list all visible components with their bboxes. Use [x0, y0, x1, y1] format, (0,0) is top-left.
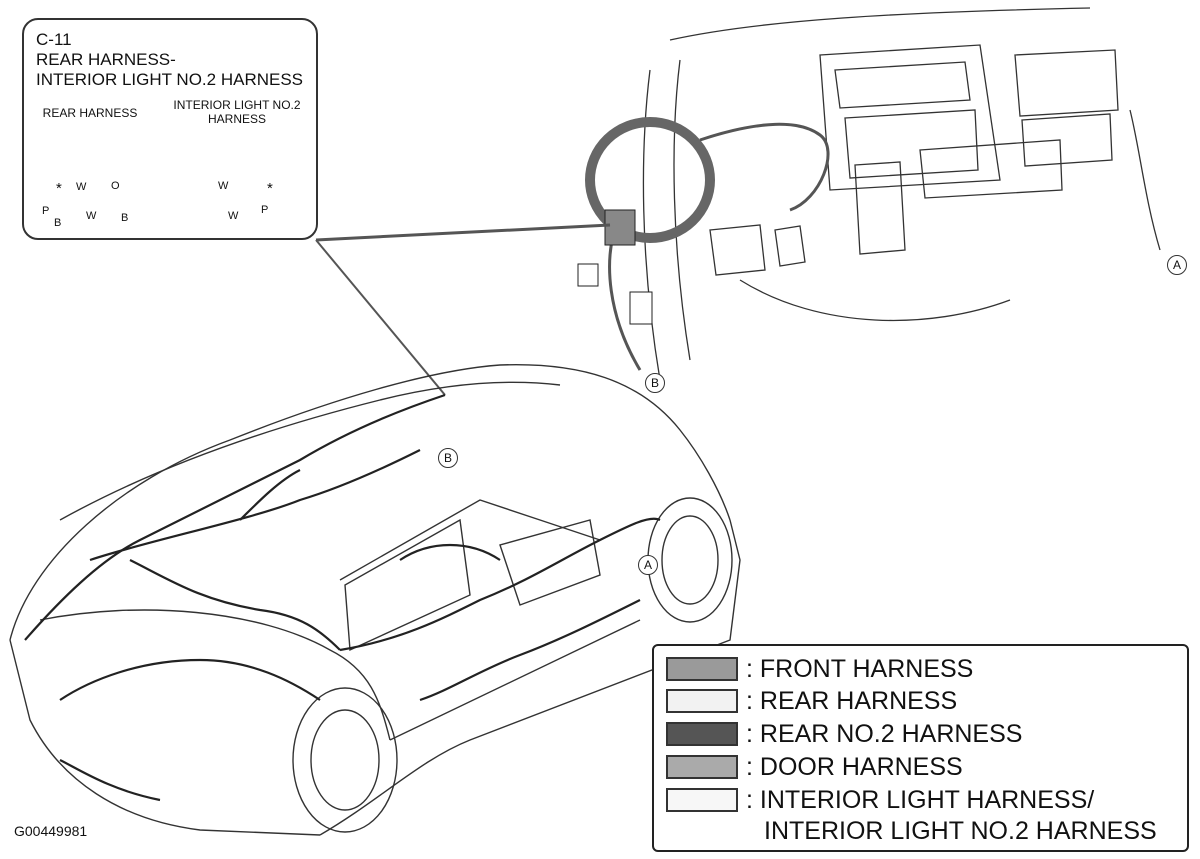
c11-connector-location [604, 209, 636, 246]
center-bracket [854, 161, 906, 255]
steering-ring [585, 117, 715, 243]
legend-label: : REAR NO.2 HARNESS [746, 720, 1023, 748]
legend-swatch [666, 755, 738, 779]
right-side-harness [1129, 109, 1161, 251]
leader-line-top [315, 223, 611, 242]
legend-row-rear-no2: : REAR NO.2 HARNESS [666, 719, 1023, 748]
pin-label: * [267, 180, 273, 197]
legend-label: : DOOR HARNESS [746, 753, 963, 781]
connector-code: C-11 [36, 30, 72, 49]
dash-top-edge [669, 7, 1091, 41]
legend-label: : INTERIOR LIGHT HARNESS/ [746, 786, 1095, 814]
legend-label: : FRONT HARNESS [746, 655, 974, 683]
rear-connector-label: REAR HARNESS [42, 106, 138, 120]
leader-line-car [315, 239, 446, 396]
legend-row-door: : DOOR HARNESS [666, 752, 963, 781]
harness-legend: : FRONT HARNESS : REAR HARNESS : REAR NO… [652, 644, 1189, 852]
interior-connector-label-line2: HARNESS [207, 112, 266, 126]
pin-label: W [228, 210, 239, 222]
callout-title-line1: REAR HARNESS- [36, 50, 176, 69]
pin-label: L [239, 188, 246, 200]
legend-label-continued: INTERIOR LIGHT NO.2 HARNESS [764, 817, 1157, 845]
dash-grille [1014, 49, 1119, 117]
rear-wheel [292, 687, 398, 833]
pin-label: B [121, 212, 129, 224]
dash-pillar-line [642, 69, 661, 381]
figure-id: G00449981 [14, 823, 88, 839]
accel-pedal [774, 225, 806, 267]
legend-row-interior: : INTERIOR LIGHT HARNESS/ [666, 785, 1095, 814]
legend-row-front: : FRONT HARNESS [666, 654, 974, 683]
pin-label: P [261, 204, 269, 216]
interior-connector-label-line1: INTERIOR LIGHT NO.2 [173, 98, 301, 112]
dash-harness-wire [699, 122, 830, 212]
legend-label: : REAR HARNESS [746, 687, 958, 715]
pin-label: O [184, 180, 193, 192]
pin-label: B [54, 217, 62, 229]
pin-label: W [76, 181, 87, 193]
callout-title-line2: INTERIOR LIGHT NO.2 HARNESS [36, 70, 304, 89]
pin-label: * [56, 180, 62, 197]
brake-pedal [709, 224, 766, 276]
pin-label: W [218, 180, 229, 192]
marker-a-dash: A [1167, 255, 1187, 275]
interior-connector-label: INTERIOR LIGHT NO.2 HARNESS [162, 98, 312, 126]
legend-swatch [666, 722, 738, 746]
pin-label: W [86, 210, 97, 222]
pin-label: L [97, 188, 104, 200]
pin-label: B [270, 216, 278, 228]
pin-label: B [187, 210, 195, 222]
legend-swatch [666, 657, 738, 681]
pin-label: B [132, 188, 140, 200]
car-body [9, 363, 741, 836]
legend-swatch [666, 788, 738, 812]
marker-a-car: A [638, 555, 658, 575]
pin-label: O [111, 180, 120, 192]
marker-b-dash: B [645, 373, 665, 393]
pin-label: B [203, 188, 211, 200]
legend-row-rear: : REAR HARNESS [666, 686, 958, 715]
pin-label: P [42, 205, 50, 217]
marker-b-car: B [438, 448, 458, 468]
connector-callout: C-11 REAR HARNESS- INTERIOR LIGHT NO.2 H… [22, 18, 318, 240]
legend-swatch [666, 689, 738, 713]
car-harness-wiring [24, 393, 661, 802]
